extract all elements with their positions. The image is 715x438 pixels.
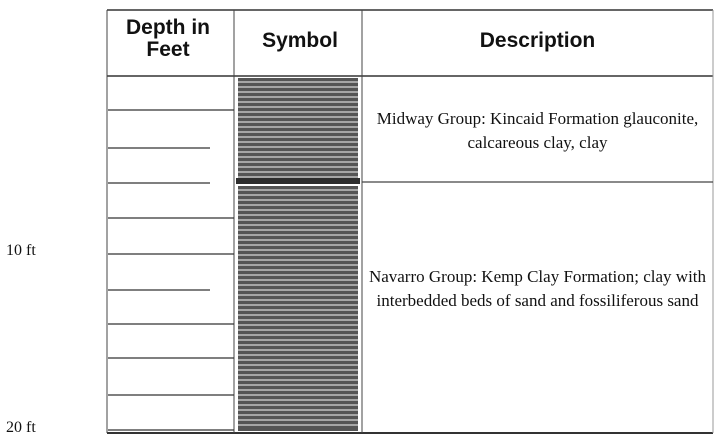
- symbol-block-kincaid: [238, 78, 358, 181]
- lithology-symbol-column: [236, 78, 360, 431]
- symbol-block-kemp: [238, 186, 358, 431]
- unit-description-kemp-clay: Navarro Group: Kemp Clay Formation; clay…: [364, 265, 711, 313]
- depth-label-10ft: 10 ft: [6, 242, 36, 260]
- unit-description-kincaid: Midway Group: Kincaid Formation glauconi…: [364, 107, 711, 155]
- depth-label-20ft: 20 ft: [6, 419, 36, 437]
- header-depth-in-feet: Depth in Feet: [108, 17, 228, 61]
- header-description: Description: [364, 30, 711, 52]
- header-symbol: Symbol: [236, 30, 364, 52]
- depth-tick-marks: [108, 110, 234, 430]
- symbol-boundary-band: [236, 178, 360, 184]
